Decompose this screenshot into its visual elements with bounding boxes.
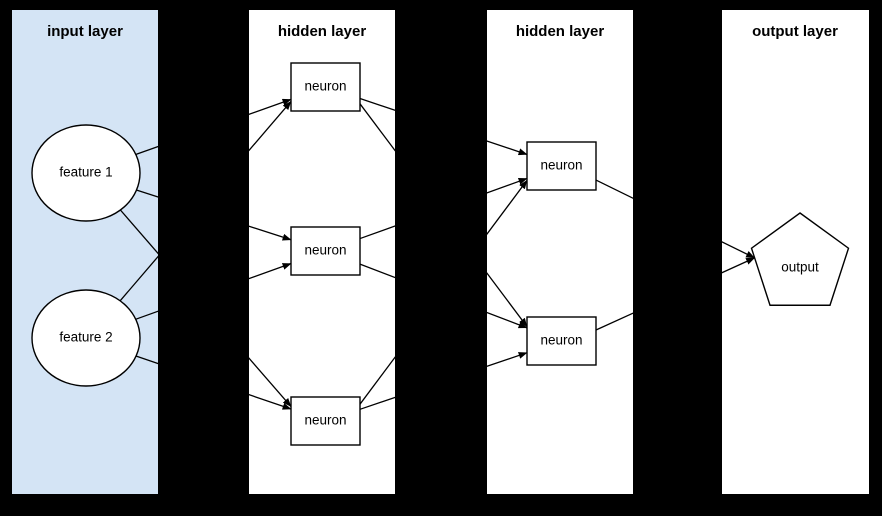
connections-group (119, 97, 756, 410)
layer-title-output: output layer (752, 23, 838, 40)
nodes-group: feature 1 feature 2 neuron neuron neuron neur… (31, 62, 850, 446)
connection-input-0-to-hidden1-0 (135, 98, 292, 156)
node-label: output (781, 260, 819, 275)
node-hidden1-0[interactable]: neuron (290, 62, 361, 112)
node-hidden2-1[interactable]: neuron (526, 316, 597, 366)
node-input-1[interactable]: feature 2 (31, 289, 141, 387)
node-label: feature 2 (59, 330, 112, 345)
connection-hidden1-1-to-hidden2-1 (359, 263, 528, 329)
layer-title-hidden1: hidden layer (278, 23, 367, 40)
rect-shape (290, 62, 361, 112)
ellipse-shape (31, 124, 141, 222)
connection-hidden1-0-to-hidden2-0 (359, 97, 528, 156)
node-label: neuron (304, 413, 346, 428)
ellipse-shape (31, 289, 141, 387)
layer-titles-group: input layer hidden layer hidden layer outpu… (47, 23, 838, 40)
node-hidden1-2[interactable]: neuron (290, 396, 361, 446)
connection-input-1-to-hidden1-2 (135, 355, 292, 410)
layer-title-hidden2: hidden layer (516, 23, 605, 40)
node-label: neuron (540, 158, 582, 173)
connection-hidden2-1-to-output-0 (595, 257, 756, 331)
layer-panel-input (12, 10, 158, 494)
node-hidden2-0[interactable]: neuron (526, 141, 597, 191)
node-input-0[interactable]: feature 1 (31, 124, 141, 222)
connection-hidden1-2-to-hidden2-1 (359, 352, 528, 410)
node-label: neuron (304, 243, 346, 258)
pentagon-shape (750, 212, 850, 306)
node-output-0[interactable]: output (750, 212, 850, 306)
connection-input-1-to-hidden1-1 (134, 262, 292, 321)
layer-title-input: input layer (47, 23, 123, 40)
layer-panels (12, 10, 869, 494)
connection-hidden1-2-to-hidden2-0 (359, 179, 528, 405)
rect-shape (290, 396, 361, 446)
node-label: feature 1 (59, 165, 112, 180)
connection-hidden1-1-to-hidden2-0 (359, 177, 528, 240)
connection-input-0-to-hidden1-1 (135, 189, 292, 241)
rect-shape (526, 141, 597, 191)
layer-panel-hidden2 (487, 10, 633, 494)
node-label: neuron (304, 79, 346, 94)
connection-input-0-to-hidden1-2 (119, 209, 292, 408)
rect-shape (526, 316, 597, 366)
rect-shape (290, 226, 361, 276)
node-hidden1-1[interactable]: neuron (290, 226, 361, 276)
connection-hidden1-0-to-hidden2-1 (359, 103, 528, 328)
connection-input-1-to-hidden1-0 (119, 100, 292, 302)
node-label: neuron (540, 333, 582, 348)
connection-hidden2-0-to-output-0 (595, 179, 756, 259)
